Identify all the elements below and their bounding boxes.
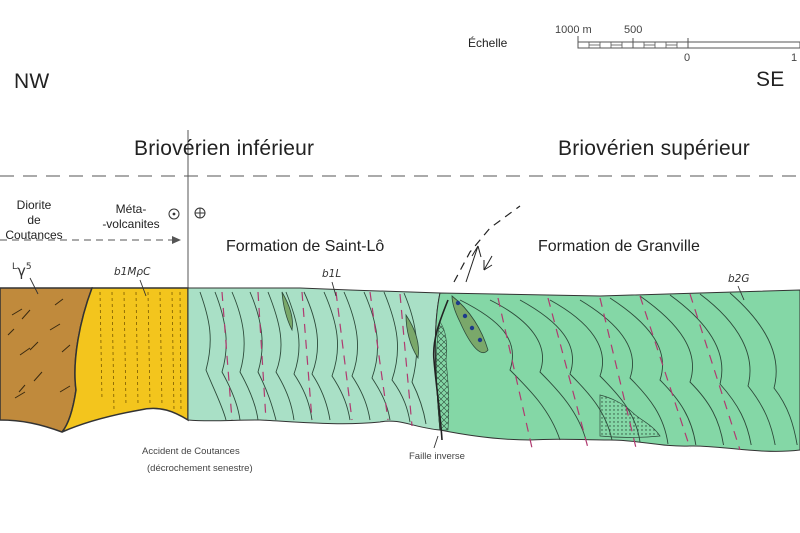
scale-label: Échelle [468,36,508,50]
metavolcanites-label-line2: -volcanites [102,217,160,231]
granville-formation-label: Formation de Granville [538,238,700,255]
decrochement-label: (décrochement senestre) [147,463,253,474]
diorite-label-line1: Diorite [16,198,52,212]
scale-tick-0: 0 [684,52,691,64]
diorite-code-leader [29,277,39,295]
scale-tick-500: 500 [624,24,643,36]
thrust-arrow-right [483,255,493,271]
fault-zone-hatched [435,321,450,431]
metavolcanites-label: Méta- -volcanites [96,202,166,232]
granville-dotted-body [599,394,661,438]
direction-se: SE [756,68,785,91]
fault-projection-dashed [453,205,521,283]
faille-leader [433,435,439,449]
metavolcanites-code: b1MρC [114,266,151,278]
diorite-label-line3: Coutances [5,228,63,242]
metavolcanites-label-line1: Méta- [115,202,147,216]
accident-de-coutances-label: Accident de Coutances [142,446,240,457]
header-upper-briovarian: Briovérien supérieur [558,137,750,160]
direction-nw: NW [14,70,50,93]
granville-code: b2G [728,273,750,285]
diorite-texture [7,298,71,399]
scale-tick-1000: 1000 m [555,24,592,36]
saint-lo-code: b1L [322,268,342,280]
saint-lo-code-leader [331,281,337,297]
shear-out-symbol [168,208,180,220]
granville-code-leader [737,285,745,301]
metavolcanites-texture [99,291,182,413]
thrust-arrow-right-head [483,260,493,271]
saint-lo-formation-label: Formation de Saint-Lô [226,238,385,255]
scale-tick-1: 1 [791,52,798,64]
shear-in-symbol [194,207,206,219]
diorite-code-symbol: γ [17,262,26,280]
saint-lo-formation-unit [187,287,441,431]
saint-lo-folds [199,291,427,425]
diorite-code-prefix: L [12,262,18,272]
saint-lo-lens-1 [281,291,293,332]
faille-inverse-label: Faille inverse [409,451,465,462]
diorite-label: Diorite de Coutances [0,198,68,243]
granville-lens-dots [455,300,483,343]
dashed-arrow-head [172,236,181,244]
thrust-arrow-left [465,245,479,283]
diorite-code-sup: 5 [25,262,32,272]
scale-bar [577,36,800,49]
diorite-label-line2: de [27,213,41,227]
meta-code-leader [139,279,147,297]
scale-bar-subdivisions [588,42,678,48]
magenta-fault-lines [221,291,741,451]
saint-lo-lens-2 [405,313,419,360]
header-lower-briovarian: Briovérien inférieur [134,137,315,160]
reverse-fault-trace [432,299,449,441]
thrust-arrow-left-head [471,245,482,258]
diorite-code: Lγ5 [12,262,32,280]
